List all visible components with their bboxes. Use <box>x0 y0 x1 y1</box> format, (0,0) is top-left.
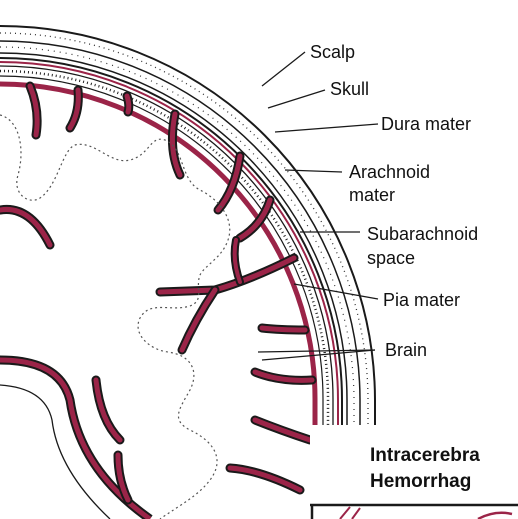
label-subarachnoid-space-line2: space <box>367 248 415 269</box>
pia-outer-line <box>0 76 323 519</box>
label-brain: Brain <box>385 340 427 361</box>
inset-title-line2: Hemorrhag <box>370 470 471 494</box>
label-pia-mater: Pia mater <box>383 290 460 311</box>
label-skull: Skull <box>330 79 369 100</box>
inset-title-line1: Intracerebra <box>370 444 480 468</box>
label-scalp: Scalp <box>310 42 355 63</box>
label-arachnoid-mater-line1: Arachnoid <box>349 162 430 183</box>
label-dura-mater: Dura mater <box>381 114 471 135</box>
label-arachnoid-mater-line2: mater <box>349 185 395 206</box>
label-subarachnoid-space-line1: Subarachnoid <box>367 224 478 245</box>
